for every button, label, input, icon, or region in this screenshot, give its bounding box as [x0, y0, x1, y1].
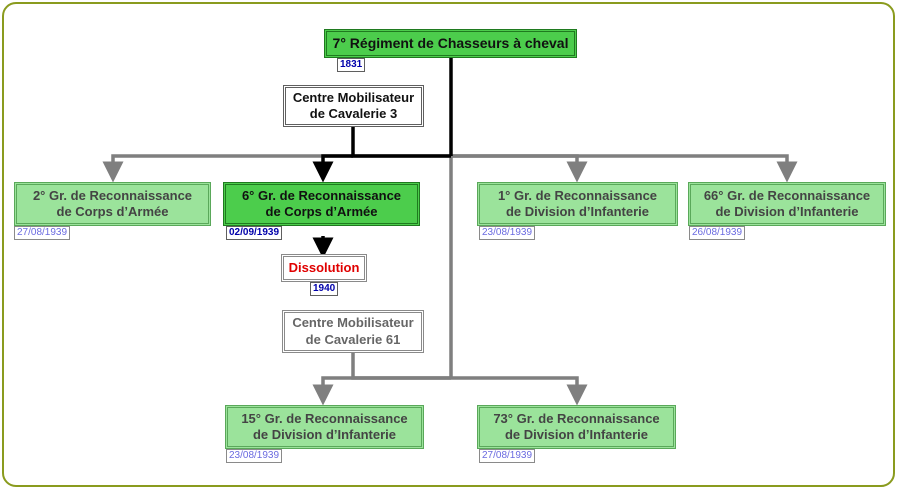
node-grca2-line2: de Corps d’Armée [56, 204, 169, 219]
node-gdri15-line2: de Division d’Infanterie [252, 427, 397, 442]
node-grca6: 6° Gr. de Reconnaissance de Corps d’Armé… [223, 182, 420, 226]
node-cm3-line1: Centre Mobilisateur [292, 89, 415, 105]
node-gdri1-line2: de Division d’Infanterie [505, 204, 650, 219]
node-gdri73-line2: de Division d’Infanterie [504, 427, 649, 442]
date-badge-root: 1831 [337, 58, 366, 72]
date-badge-dissolution: 1940 [310, 282, 339, 296]
node-gdri66: 66° Gr. de Reconnaissance de Division d’… [688, 182, 886, 226]
node-grca2-line1: 2° Gr. de Reconnaissance [32, 187, 193, 203]
node-root-label: 7° Régiment de Chasseurs à cheval [332, 34, 569, 51]
node-gdri15: 15° Gr. de Reconnaissance de Division d’… [225, 405, 424, 449]
lineage-line-cm3 [351, 126, 451, 158]
node-gdri66-line1: 66° Gr. de Reconnaissance [703, 187, 871, 203]
node-gdri66-line2: de Division d’Infanterie [715, 204, 859, 219]
node-cm61-line1: Centre Mobilisateur [292, 315, 414, 331]
branch-line-gdri66 [451, 154, 798, 183]
date-badge-grca6: 02/09/1939 [226, 226, 283, 240]
node-gdri73-line1: 73° Gr. de Reconnaissance [493, 410, 660, 426]
node-cm3-line2: de Cavalerie 3 [309, 106, 398, 121]
node-gdri1: 1° Gr. de Reconnaissance de Division d’I… [477, 182, 678, 226]
node-dissolution: Dissolution [281, 254, 367, 282]
branch-line-gdri73 [451, 376, 588, 406]
branch-line-grca2 [102, 154, 451, 183]
node-grca6-line2: de Corps d’Armée [265, 204, 378, 219]
node-grca6-line1: 6° Gr. de Reconnaissance [241, 187, 402, 203]
node-dissolution-label: Dissolution [288, 259, 360, 275]
node-cm3: Centre Mobilisateur de Cavalerie 3 [283, 85, 424, 127]
branch-line-cm61 [351, 352, 451, 380]
node-gdri73: 73° Gr. de Reconnaissance de Division d’… [477, 405, 676, 449]
date-badge-gdri1: 23/08/1939 [479, 226, 536, 240]
node-grca2: 2° Gr. de Reconnaissance de Corps d’Armé… [14, 182, 211, 226]
node-cm61-line2: de Cavalerie 61 [305, 331, 401, 347]
node-cm61: Centre Mobilisateur de Cavalerie 61 [282, 310, 424, 353]
branch-line-gdri1 [451, 154, 588, 183]
date-badge-gdri73: 27/08/1939 [479, 449, 536, 463]
lineage-line-grca6 [312, 154, 353, 183]
node-gdri15-line1: 15° Gr. de Reconnaissance [241, 410, 408, 426]
node-gdri1-line1: 1° Gr. de Reconnaissance [497, 187, 658, 203]
branch-line-gdri15 [312, 376, 451, 406]
date-badge-gdri15: 23/08/1939 [226, 449, 283, 463]
diagram-frame [2, 2, 895, 487]
node-root-regiment: 7° Régiment de Chasseurs à cheval [324, 29, 577, 58]
date-badge-grca2: 27/08/1939 [14, 226, 71, 240]
date-badge-gdri66: 26/08/1939 [689, 226, 746, 240]
